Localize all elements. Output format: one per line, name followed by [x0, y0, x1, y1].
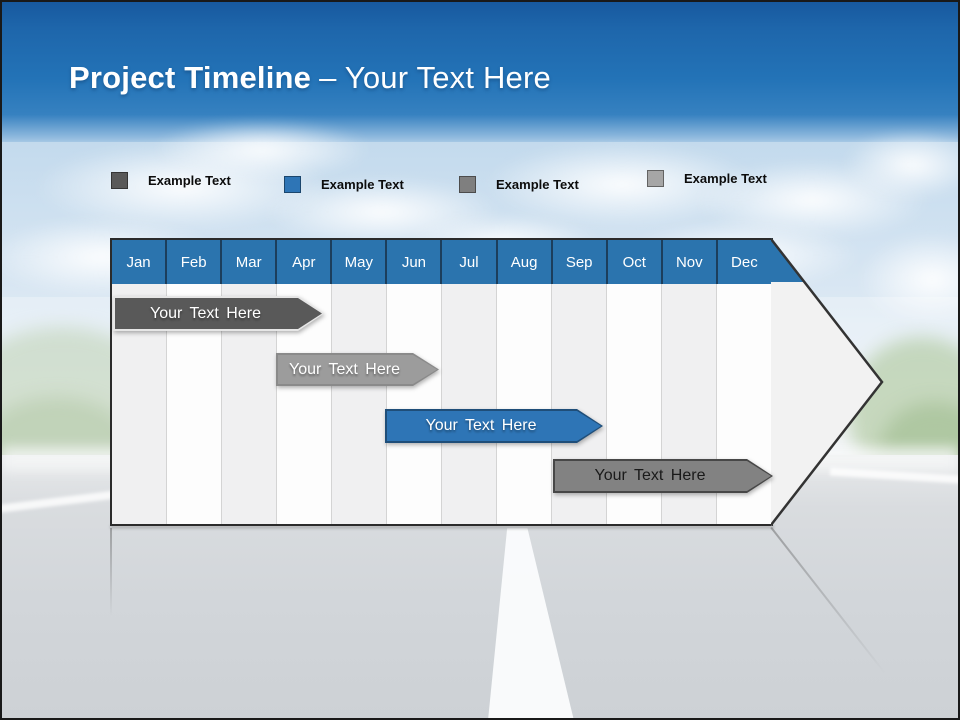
gantt-bar-fill: [115, 298, 322, 329]
gantt-bar-2[interactable]: Your Text Here: [276, 353, 439, 386]
gantt-bar-fill: [278, 355, 437, 384]
month-cell[interactable]: Aug: [495, 240, 551, 284]
legend-label: Example Text: [496, 177, 579, 192]
cloud: [842, 130, 958, 200]
table-reflection-shadow: [110, 525, 774, 529]
month-cell[interactable]: Sep: [550, 240, 606, 284]
month-cell[interactable]: Feb: [165, 240, 220, 284]
gantt-bar-4[interactable]: Your Text Here: [553, 459, 773, 493]
month-cell[interactable]: Apr: [275, 240, 330, 284]
gantt-bar-label: Your Text Here: [425, 417, 537, 434]
legend-label: Example Text: [321, 177, 404, 192]
title-placeholder-text: – Your Text Here: [319, 60, 551, 95]
legend-swatch-gray: [459, 176, 476, 193]
title-band-background: [2, 2, 958, 150]
column-stripe: [441, 284, 496, 524]
month-cell[interactable]: Jan: [126, 253, 151, 271]
table-reflection-left-edge: [110, 528, 112, 616]
gantt-bar-fill: [387, 411, 601, 441]
month-cell[interactable]: Jun: [385, 240, 440, 284]
legend-item[interactable]: Example Text: [647, 170, 767, 187]
gantt-bar-fill: [555, 461, 771, 491]
legend-label: Example Text: [148, 173, 231, 188]
legend-swatch-light-gray: [647, 170, 664, 187]
gantt-bar-3[interactable]: Your Text Here: [385, 409, 603, 443]
legend-item[interactable]: Example Text: [111, 172, 231, 189]
month-cell[interactable]: Jul: [440, 240, 495, 284]
legend-label: Example Text: [684, 171, 767, 186]
column-stripe: [496, 284, 551, 524]
gantt-bar-label: Your Text Here: [150, 304, 261, 322]
title-main-text: Project Timeline: [69, 60, 312, 95]
slide-title[interactable]: Project Timeline– Your Text Here: [69, 59, 551, 97]
arrow-head-outline: [771, 238, 884, 526]
month-cell[interactable]: Dec: [715, 240, 771, 284]
legend-item[interactable]: Example Text: [459, 176, 579, 193]
month-cell[interactable]: Mar: [220, 240, 275, 284]
arrow-head-body-section: [771, 282, 882, 526]
month-cell[interactable]: Nov: [660, 240, 716, 284]
timeline-arrow-head-icon: [771, 238, 884, 526]
column-stripe: [331, 284, 386, 524]
gantt-bar-label: Your Text Here: [594, 467, 706, 484]
month-cell[interactable]: May: [330, 240, 385, 284]
gantt-bar-1[interactable]: Your Text Here: [113, 296, 324, 331]
legend-item[interactable]: Example Text: [284, 176, 404, 193]
legend-swatch-blue: [284, 176, 301, 193]
month-cell[interactable]: Oct: [605, 240, 661, 284]
gantt-bar-label: Your Text Here: [289, 360, 400, 378]
legend-swatch-dark-gray: [111, 172, 128, 189]
column-stripe: [386, 284, 441, 524]
month-header-row: Jan Feb Mar Apr May Jun Jul Aug Sep Oct …: [112, 240, 771, 284]
cloud: [152, 120, 372, 180]
